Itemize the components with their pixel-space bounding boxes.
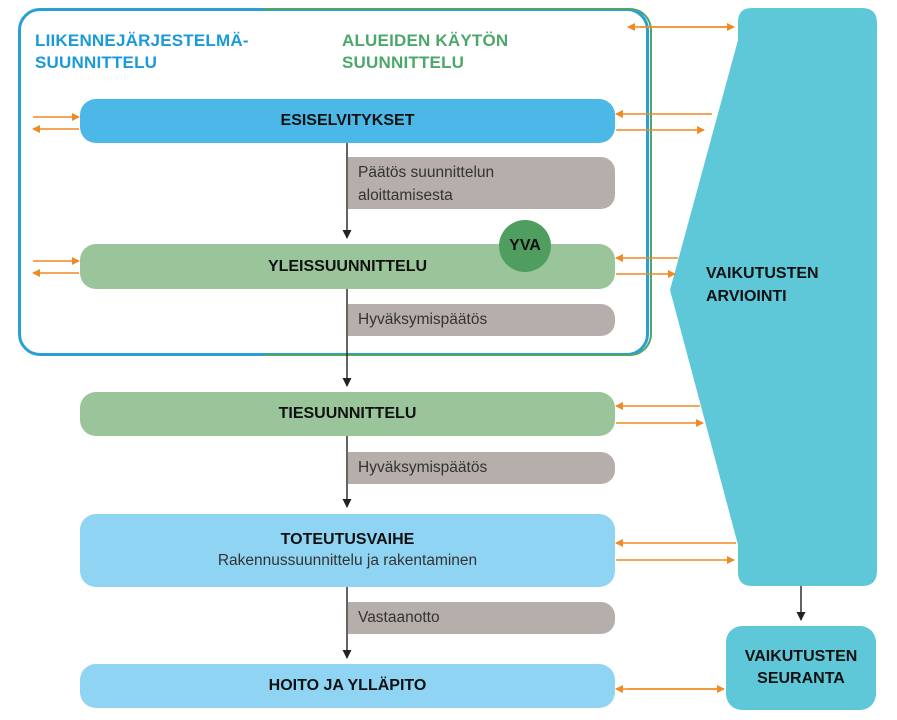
land-use-planning-heading: ALUEIDEN KÄYTÖN SUUNNITTELU [342, 30, 508, 74]
transport-heading-line1: LIIKENNEJÄRJESTELMÄ- [35, 31, 249, 50]
transport-heading-line2: SUUNNITTELU [35, 53, 158, 72]
stage-hoito: HOITO JA YLLÄPITO [80, 664, 615, 708]
decision-start-line1: Päätös suunnittelun [358, 164, 495, 181]
stage-esiselvitykset: ESISELVITYKSET [80, 99, 615, 143]
land-use-planning-frame [263, 8, 652, 356]
assessment-line2: ARVIOINTI [706, 288, 787, 305]
monitoring-line2: SEURANTA [757, 670, 845, 687]
decision-approval-1-label: Hyväksymispäätös [358, 311, 488, 328]
decision-box-approval-1: Hyväksymispäätös [348, 304, 615, 336]
decision-box-acceptance: Vastaanotto [348, 602, 615, 634]
stage-tiesuunnittelu-label: TIESUUNNITTELU [278, 405, 417, 422]
decision-box-start: Päätös suunnittelun aloittamisesta [348, 157, 615, 209]
yva-badge: YVA [499, 220, 551, 272]
impact-assessment-panel [670, 8, 877, 586]
monitoring-line1: VAIKUTUSTEN [744, 648, 858, 665]
stage-esiselvitykset-label: ESISELVITYKSET [280, 112, 415, 129]
transport-planning-heading: LIIKENNEJÄRJESTELMÄ- SUUNNITTELU [35, 30, 249, 74]
stage-tiesuunnittelu: TIESUUNNITTELU [80, 392, 615, 436]
land-use-heading-line1: ALUEIDEN KÄYTÖN [342, 31, 509, 50]
assessment-line1: VAIKUTUSTEN [706, 265, 819, 282]
stage-yleissuunnittelu-label: YLEISSUUNNITTELU [267, 257, 428, 275]
stage-toteutusvaihe-label: TOTEUTUSVAIHE [280, 531, 415, 548]
impact-assessment-label: VAIKUTUSTEN ARVIOINTI [706, 262, 819, 308]
decision-approval-2-label: Hyväksymispäätös [358, 459, 488, 476]
land-use-heading-line2: SUUNNITTELU [342, 53, 465, 72]
stage-toteutusvaihe: TOTEUTUSVAIHE Rakennussuunnittelu ja rak… [80, 514, 615, 587]
yva-label: YVA [509, 237, 541, 254]
impact-monitoring-box: VAIKUTUSTEN SEURANTA [726, 626, 876, 710]
stage-hoito-label: HOITO JA YLLÄPITO [268, 677, 427, 694]
decision-start-line2: aloittamisesta [358, 187, 453, 204]
stage-toteutusvaihe-sublabel: Rakennussuunnittelu ja rakentaminen [217, 552, 478, 569]
decision-acceptance-label: Vastaanotto [358, 609, 440, 626]
decision-box-approval-2: Hyväksymispäätös [348, 452, 615, 484]
